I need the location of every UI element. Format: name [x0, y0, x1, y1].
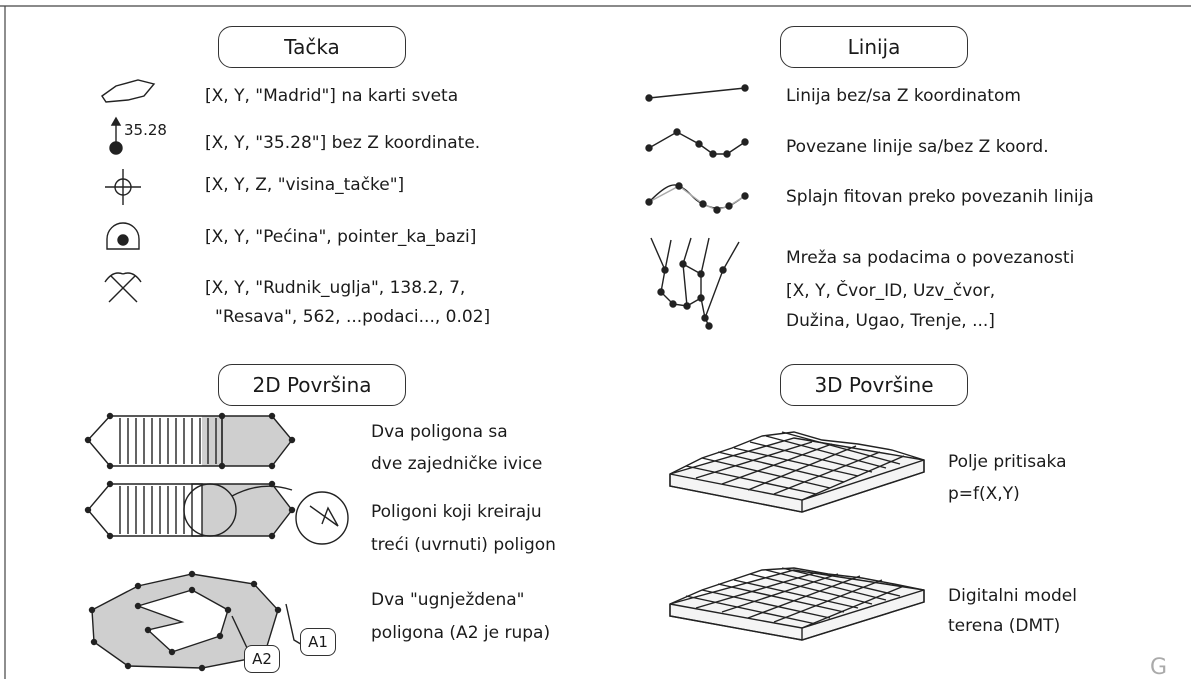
- map-outline-icon: [101, 79, 156, 103]
- linija-item-4-line1: Mreža sa podacima o povezanosti: [786, 248, 1075, 268]
- spline-icon: [645, 182, 749, 214]
- linija-item-3-text: Splajn fitovan preko povezanih linija: [786, 187, 1094, 207]
- tacka-item-4-text: [X, Y, "Pećina", pointer_ka_bazi]: [205, 227, 477, 247]
- crosshair-icon: [105, 169, 141, 205]
- polyline-icon: [645, 128, 749, 158]
- povrsina-item-2-line1: Poligoni koji kreiraju: [371, 502, 542, 522]
- tacka-item-5-line2: "Resava", 562, ...podaci..., 0.02]: [215, 307, 491, 327]
- povrsina-item-3-line1: Dva "ugnježdena": [371, 590, 525, 610]
- two-polygons-icon: [84, 412, 296, 470]
- povrsine-3d-item-2-line1: Digitalni model: [948, 586, 1077, 606]
- povrsina-item-3-line2: poligona (A2 je rupa): [371, 623, 551, 643]
- mine-icon: [104, 272, 142, 303]
- pressure-surface-icon: [669, 431, 925, 513]
- network-icon: [650, 237, 740, 330]
- polygon-label-a2: A2: [244, 645, 280, 673]
- povrsina-item-1-line1: Dva poligona sa: [371, 422, 508, 442]
- header-tacka: Tačka: [218, 26, 406, 68]
- elevation-point-label: 35.28: [124, 121, 167, 139]
- tacka-item-2-text: [X, Y, "35.28"] bez Z koordinate.: [205, 133, 481, 153]
- povrsine-3d-item-1-line2: p=f(X,Y): [948, 484, 1020, 504]
- nested-polygons-icon: [88, 570, 305, 672]
- overlap-polygons-icon: [84, 480, 349, 545]
- tacka-item-1-text: [X, Y, "Madrid"] na karti sveta: [205, 86, 459, 106]
- povrsina-item-1-line2: dve zajedničke ivice: [371, 454, 543, 474]
- elevation-point-icon: [109, 116, 123, 155]
- povrsine-3d-item-1-line1: Polje pritisaka: [948, 452, 1067, 472]
- cave-icon: [106, 222, 140, 250]
- tacka-item-3-text: [X, Y, Z, "visina_tačke"]: [205, 175, 405, 195]
- linija-item-4-line2: [X, Y, Čvor_ID, Uzv_čvor,: [786, 281, 996, 301]
- povrsine-3d-item-2-line2: terena (DMT): [948, 616, 1061, 636]
- linija-item-2-text: Povezane linije sa/bez Z koord.: [786, 137, 1049, 157]
- linija-item-1-text: Linija bez/sa Z koordinatom: [786, 86, 1021, 106]
- header-3d-povrsine: 3D Površine: [780, 364, 968, 406]
- tacka-item-5-line1: [X, Y, "Rudnik_uglja", 138.2, 7,: [205, 278, 466, 298]
- terrain-model-icon: [669, 567, 925, 641]
- povrsina-item-2-line2: treći (uvrnuti) poligon: [371, 535, 556, 555]
- corner-letter: G: [1150, 655, 1168, 680]
- straight-line-icon: [645, 84, 749, 102]
- header-linija: Linija: [780, 26, 968, 68]
- polygon-label-a1: A1: [300, 628, 336, 656]
- header-2d-povrsina: 2D Površina: [218, 364, 406, 406]
- linija-item-4-line3: Dužina, Ugao, Trenje, ...]: [786, 311, 995, 331]
